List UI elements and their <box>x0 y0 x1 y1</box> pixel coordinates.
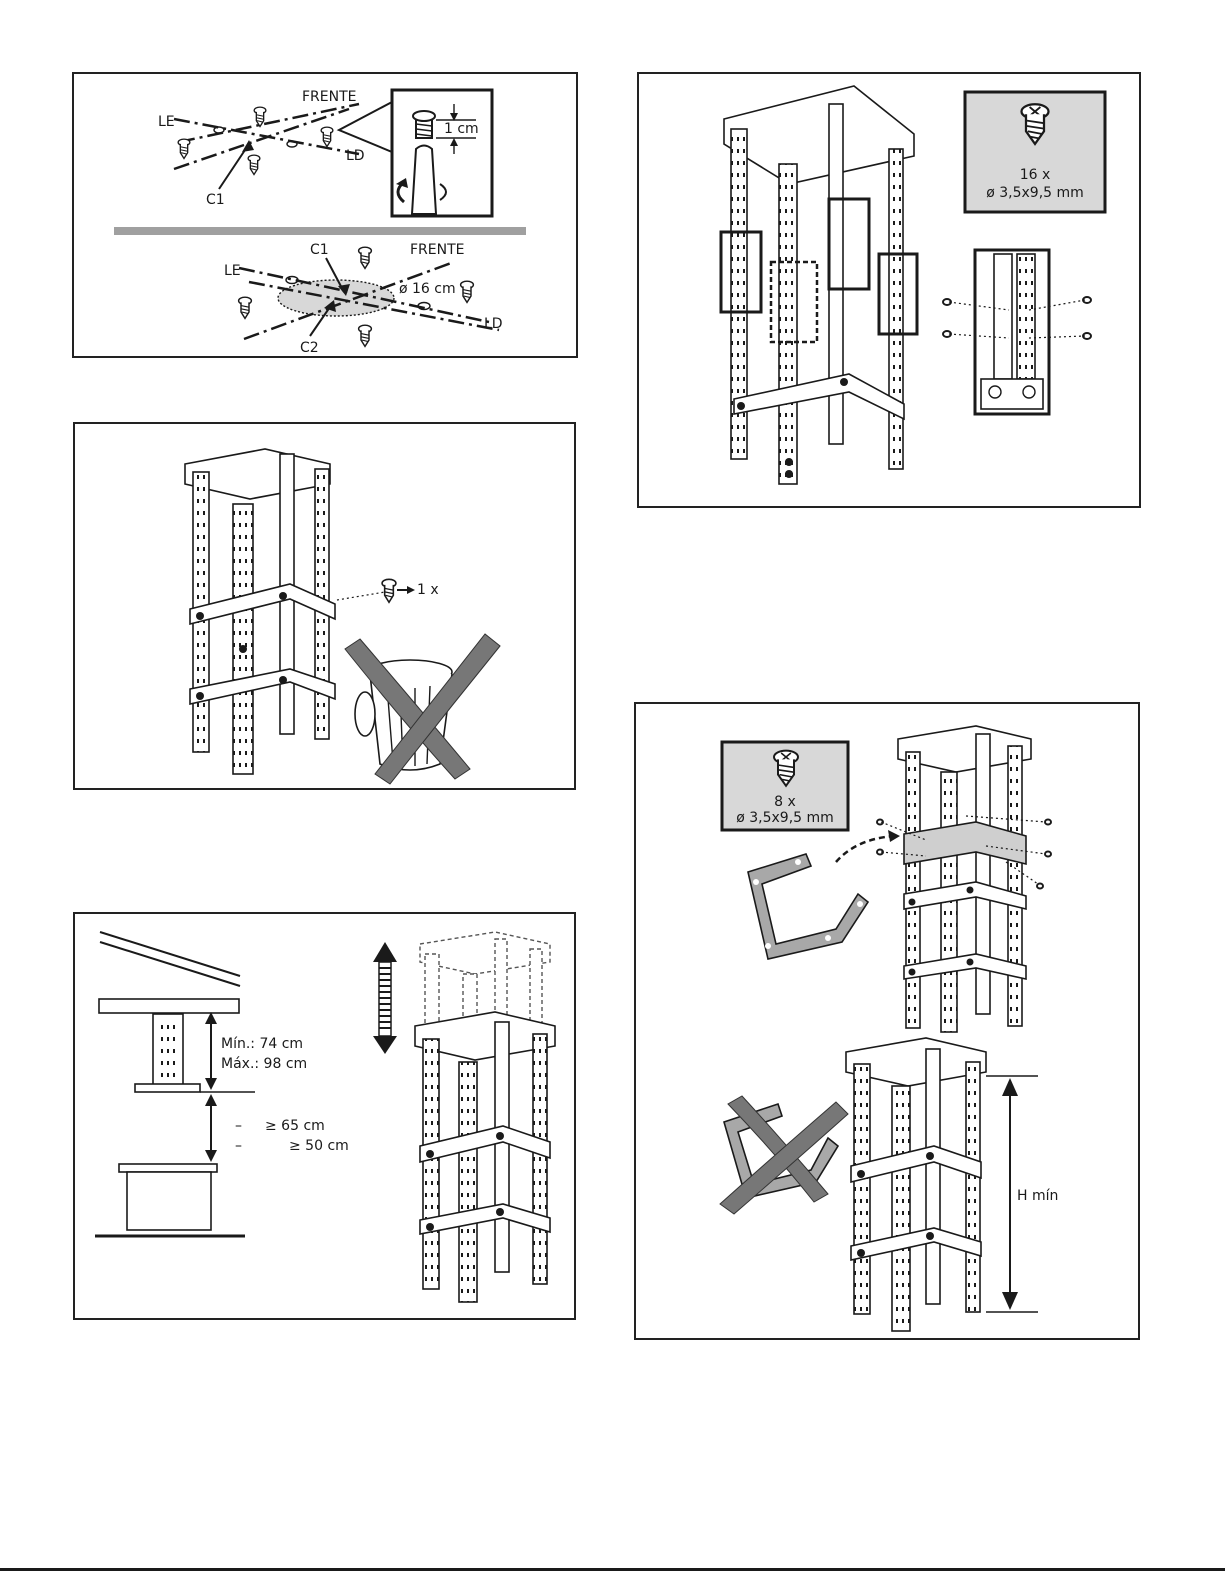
label-frente-bottom: FRENTE <box>410 242 465 258</box>
screw-depth-detail <box>392 90 492 216</box>
screw-icon <box>248 155 260 174</box>
removal-arrowhead <box>407 586 415 594</box>
label-c1-bottom: C1 <box>310 242 329 258</box>
screw-icon <box>178 139 190 158</box>
screw-qty: 8 x <box>774 794 796 810</box>
label-1cm: 1 cm <box>444 121 479 137</box>
removal-path <box>337 592 385 600</box>
column-frame <box>724 86 914 484</box>
page-bottom-rule <box>0 1568 1225 1571</box>
insert-arrowhead <box>888 830 900 842</box>
up-down-arrow-icon <box>373 942 397 1054</box>
panel5-diagram: 8 x ø 3,5x9,5 mm <box>636 704 1138 1338</box>
separator-bar <box>114 227 526 235</box>
screw-icon <box>382 579 396 602</box>
label-le-top: LE <box>158 114 175 130</box>
panel-height-adjust: Mín.: 74 cm Máx.: 98 cm – ≥ 65 cm – ≥ 50… <box>73 912 576 1320</box>
label-max: Máx.: 98 cm <box>221 1056 307 1072</box>
label-le-bottom: LE <box>224 263 241 279</box>
screw-icon <box>359 325 372 346</box>
panel2-diagram: 1 x <box>75 424 574 788</box>
dimension-arrowhead <box>1002 1078 1018 1096</box>
screw-icon <box>359 247 372 268</box>
ceiling-slab <box>99 932 240 1013</box>
label-qty: 1 x <box>417 582 439 598</box>
panel3-diagram: Mín.: 74 cm Máx.: 98 cm – ≥ 65 cm – ≥ 50… <box>75 914 574 1318</box>
screwdriver-icon <box>412 146 436 215</box>
column-body-side <box>135 1014 200 1092</box>
label-c2: C2 <box>300 340 319 356</box>
insert-arrow <box>836 836 894 862</box>
column-frame-lower <box>846 1038 986 1331</box>
dimension-arrowhead <box>205 1078 217 1090</box>
label-ld-bottom: LD <box>484 316 503 332</box>
panel-remove-screw: 1 x <box>73 422 576 790</box>
column-frame-lowered <box>415 1012 555 1302</box>
label-diameter: ø 16 cm <box>399 281 456 297</box>
cooktop-cabinet <box>95 1164 245 1236</box>
screw-qty: 16 x <box>1020 167 1051 183</box>
label-frente-top: FRENTE <box>302 89 357 105</box>
label-dist-1: ≥ 65 cm <box>265 1118 325 1134</box>
dimension-arrowhead <box>205 1094 217 1106</box>
label-c1-top: C1 <box>206 192 225 208</box>
screw-size: ø 3,5x9,5 mm <box>736 810 834 826</box>
label-min: Mín.: 74 cm <box>221 1036 303 1052</box>
mark-hole <box>214 127 224 133</box>
label-h-min: H mín <box>1017 1188 1058 1204</box>
label-ld-top: LD <box>346 148 365 164</box>
panel-c1-c2-marking: FRENTE LE LD C1 1 cm <box>72 72 578 358</box>
dimension-arrowhead <box>205 1150 217 1162</box>
screw-size: ø 3,5x9,5 mm <box>986 185 1084 201</box>
screw-icon <box>461 281 474 302</box>
screw-icon <box>321 127 333 146</box>
screw-icon <box>239 297 252 318</box>
panel1-diagram: FRENTE LE LD C1 1 cm <box>74 74 576 356</box>
label-dash-2: – <box>235 1138 242 1154</box>
column-frame-upper <box>898 726 1031 1032</box>
panel-fix-8-screws: 8 x ø 3,5x9,5 mm <box>634 702 1140 1340</box>
bracket-part <box>748 854 868 959</box>
column-frame <box>185 449 335 774</box>
label-dist-2: ≥ 50 cm <box>289 1138 349 1154</box>
panel-fix-16-screws: 16 x ø 3,5x9,5 mm <box>637 72 1141 508</box>
dimension-arrowhead <box>1002 1292 1018 1310</box>
panel4-diagram: 16 x ø 3,5x9,5 mm <box>639 74 1139 506</box>
label-dash-1: – <box>235 1118 242 1134</box>
